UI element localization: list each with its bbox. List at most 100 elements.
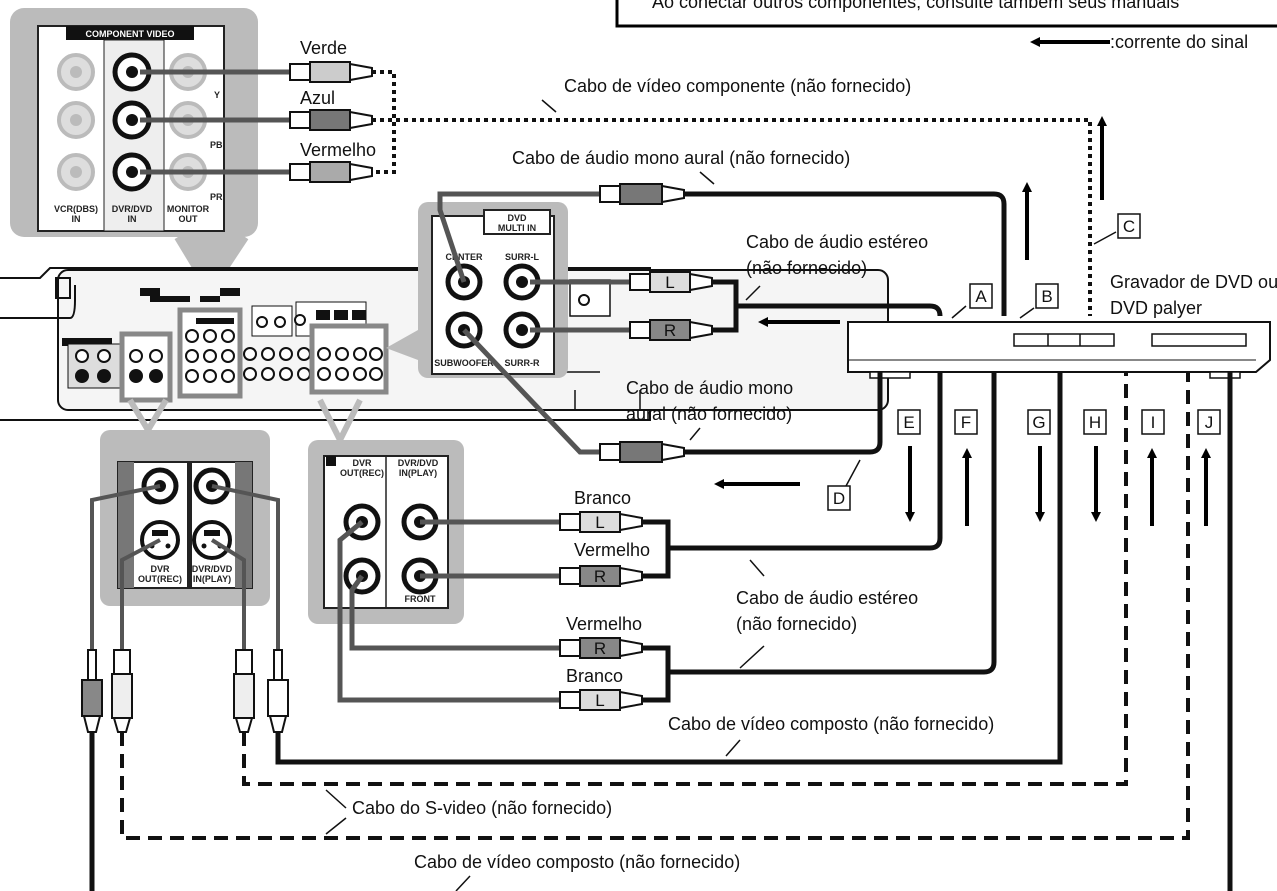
col3-line2: OUT <box>179 214 199 224</box>
stereo-top-label-2: (não fornecido) <box>746 258 867 278</box>
color-azul: Azul <box>300 88 335 108</box>
audio-dvr-out-2: OUT(REC) <box>340 468 384 478</box>
plug-branco-2-letter: L <box>595 691 604 710</box>
plug-stereo-top-l-letter: L <box>665 273 674 292</box>
plug-color-branco-1: Branco <box>574 488 631 508</box>
legend-text: :corrente do sinal <box>1110 32 1248 52</box>
box-e: E <box>897 409 921 435</box>
box-a: A <box>969 283 993 309</box>
col1-line2: IN <box>72 214 81 224</box>
plug-stereo-top-r: R <box>629 319 713 341</box>
box-f: F <box>954 409 978 435</box>
label-pb: PB <box>210 140 223 150</box>
plug-stereo-top-r-letter: R <box>664 321 676 340</box>
label-subwoofer: SUBWOOFER <box>434 358 494 368</box>
box-d: D <box>827 485 851 511</box>
box-j: J <box>1197 409 1221 435</box>
svg-text:E: E <box>903 413 914 432</box>
box-g: G <box>1027 409 1051 435</box>
svg-text:G: G <box>1032 413 1045 432</box>
svg-text:C: C <box>1123 217 1135 236</box>
svg-text:D: D <box>833 489 845 508</box>
plug-composite-right <box>267 649 289 733</box>
component-cluster <box>177 307 243 399</box>
label-center: CENTER <box>445 252 483 262</box>
plug-branco-1: L <box>559 511 643 533</box>
multi-header-2: MULTI IN <box>498 223 536 233</box>
svg-text:F: F <box>961 413 971 432</box>
multi-header-1: DVD <box>507 213 527 223</box>
component-video-cable-label: Cabo de vídeo componente (não fornecido) <box>564 76 911 96</box>
svideo-cable-label: Cabo do S-video (não fornecido) <box>352 798 612 818</box>
component-video-panel: COMPONENT VIDEO Y PB PR VCR(DBS) IN DVR/… <box>10 8 258 294</box>
component-cable-wires <box>140 69 290 175</box>
plug-mono-mid <box>599 441 685 463</box>
plug-branco-2: L <box>559 689 643 711</box>
plug-stereo-top-l: L <box>629 271 713 293</box>
jack-vcr-y <box>57 53 95 91</box>
stereo-top-label-1: Cabo de áudio estéreo <box>746 232 928 252</box>
stereo-mid-label-1: Cabo de áudio estéreo <box>736 588 918 608</box>
plug-verde <box>289 61 373 83</box>
svideo-dvr-out-1: DVR <box>150 564 170 574</box>
plug-mono-top <box>599 183 685 205</box>
plug-color-vermelho-1: Vermelho <box>574 540 650 560</box>
note-text: Ao conectar outros componentes, consulte… <box>652 0 1179 12</box>
audio-dvr-out-1: DVR <box>352 458 372 468</box>
label-surr-l: SURR-L <box>505 252 539 262</box>
label-surr-r: SURR-R <box>505 358 540 368</box>
svg-text:J: J <box>1205 413 1214 432</box>
plug-vermelho-2-letter: R <box>594 639 606 658</box>
plug-svideo-left <box>111 649 133 733</box>
device-label-2: DVD palyer <box>1110 298 1202 318</box>
plug-azul <box>289 109 373 131</box>
plug-vermelho-comp <box>289 161 373 183</box>
svideo-dvd-in-2: IN(PLAY) <box>193 574 231 584</box>
component-cable-dotted <box>372 70 1092 316</box>
note-box: Ao conectar outros componentes, consulte… <box>615 0 1277 28</box>
col2-line1: DVR/DVD <box>112 204 153 214</box>
label-pr: PR <box>210 192 223 202</box>
device-label-1: Gravador de DVD ou <box>1110 272 1277 292</box>
component-video-header: COMPONENT VIDEO <box>85 29 174 39</box>
label-y: Y <box>214 90 220 100</box>
composite-2-label: Cabo de vídeo composto (não fornecido) <box>414 852 740 872</box>
plug-composite-left <box>81 649 103 733</box>
plug-vermelho-2: R <box>559 637 643 659</box>
box-h: H <box>1083 409 1107 435</box>
svideo-cluster <box>67 331 173 403</box>
audio-dvd-in-1: DVR/DVD <box>398 458 439 468</box>
svideo-dvd-in-1: DVR/DVD <box>192 564 233 574</box>
plug-color-branco-2: Branco <box>566 666 623 686</box>
audio-front: FRONT <box>405 594 436 604</box>
plug-svideo-right <box>233 649 255 733</box>
col2-line2: IN <box>128 214 137 224</box>
color-verde: Verde <box>300 38 347 58</box>
col3-line1: MONITOR <box>167 204 210 214</box>
svideo-dvr-out-2: OUT(REC) <box>138 574 182 584</box>
mono-top-label: Cabo de áudio mono aural (não fornecido) <box>512 148 850 168</box>
plug-vermelho-1: R <box>559 565 643 587</box>
box-c: C <box>1117 213 1141 239</box>
audio-row-jacks <box>243 301 389 395</box>
svg-text:I: I <box>1151 413 1156 432</box>
plug-color-vermelho-2: Vermelho <box>566 614 642 634</box>
jack-vcr-pr <box>57 153 95 191</box>
col1-line1: VCR(DBS) <box>54 204 98 214</box>
color-vermelho: Vermelho <box>300 140 376 160</box>
plug-vermelho-1-letter: R <box>594 567 606 586</box>
signal-legend: :corrente do sinal <box>1030 32 1248 52</box>
svg-text:A: A <box>975 287 987 306</box>
plug-branco-1-letter: L <box>595 513 604 532</box>
mono-mid-label-2: aural (não fornecido) <box>626 404 792 424</box>
audio-panel: DVR OUT(REC) DVR/DVD IN(PLAY) FRONT <box>308 398 464 624</box>
composite-1-label: Cabo de vídeo composto (não fornecido) <box>668 714 994 734</box>
svg-text:H: H <box>1089 413 1101 432</box>
jack-vcr-pb <box>57 101 95 139</box>
box-i: I <box>1141 409 1165 435</box>
dvd-device <box>847 321 1271 379</box>
stereo-mid-label-2: (não fornecido) <box>736 614 857 634</box>
svg-text:B: B <box>1041 287 1052 306</box>
box-b: B <box>1035 283 1059 309</box>
